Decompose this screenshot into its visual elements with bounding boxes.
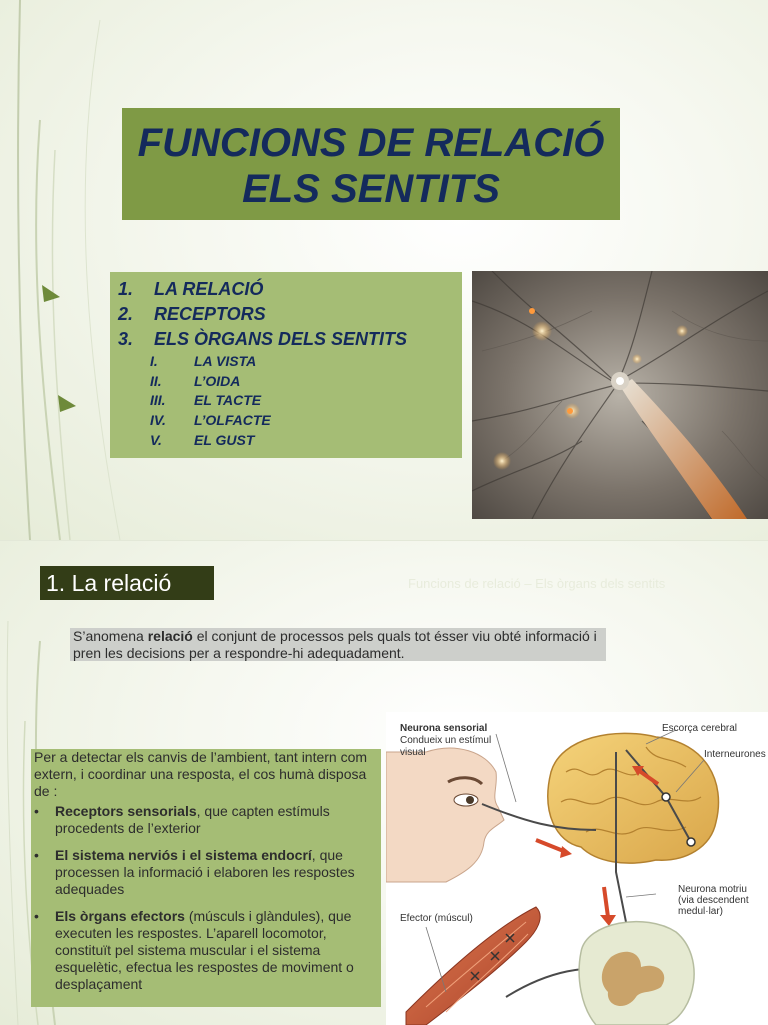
bullet-marker: • — [34, 847, 39, 863]
toc-number: 1. — [118, 279, 134, 299]
slide-title: FUNCIONS DE RELACIÓ ELS SENTITS 1. LA REL… — [0, 0, 768, 540]
bullet-marker: • — [34, 908, 39, 924]
toc-subitem: III. EL TACTE — [150, 391, 462, 411]
diagram-illustration — [386, 729, 720, 1025]
toc-item: 2. RECEPTORS — [118, 302, 462, 327]
toc-number: 2. — [118, 304, 134, 324]
section-title: 1. La relació — [40, 566, 214, 600]
toc-subnumber: I. — [150, 353, 158, 369]
label-sensory-desc-2: visual — [400, 747, 426, 758]
title-line-1: FUNCIONS DE RELACIÓ — [137, 121, 605, 165]
toc-subitem: II. L’OIDA — [150, 372, 462, 392]
bullet-marker: • — [34, 803, 39, 819]
toc-subnumber: V. — [150, 431, 162, 448]
list-item: • Els òrgans efectors (músculs i glàndul… — [34, 908, 375, 993]
neuron-image — [472, 271, 768, 519]
label-interneurons: Interneurones — [704, 749, 766, 760]
bullet-text: (músculs i glàndules), que executen les … — [55, 908, 354, 992]
label-effector: Efector (múscul) — [400, 913, 473, 924]
definition-text-after: el conjunt de processos pels quals tot é… — [73, 628, 597, 661]
title-box: FUNCIONS DE RELACIÓ ELS SENTITS — [122, 108, 620, 220]
label-sensory-desc-1: Condueix un estímul — [400, 735, 492, 746]
list-item: • Receptors sensorials, que capten estím… — [34, 803, 375, 837]
toc-subnumber: IV. — [150, 412, 166, 429]
table-of-contents: 1. LA RELACIÓ 2. RECEPTORS 3. ELS ÒRGANS DE… — [110, 272, 462, 458]
toc-sublabel: EL GUST — [194, 431, 255, 448]
detail-box: Per a detectar els canvis de l’ambient, … — [31, 749, 381, 1007]
title-line-2: ELS SENTITS — [242, 167, 500, 211]
bullet-term: El sistema nerviós i el sistema endocrí — [55, 847, 312, 863]
toc-subnumber: II. — [150, 372, 162, 389]
toc-label: LA RELACIÓ — [154, 279, 264, 299]
toc-label: ELS ÒRGANS DELS SENTITS — [154, 329, 408, 349]
definition-text-before: S’anomena — [73, 628, 148, 644]
toc-label: RECEPTORS — [154, 304, 266, 324]
label-cortex: Escorça cerebral — [662, 723, 738, 734]
label-motor-neuron: Neurona motriu — [678, 884, 747, 895]
intro-text: Per a detectar els canvis de l’ambient, … — [34, 749, 368, 799]
bullet-text: , que capten estímuls procedents de l’ex… — [55, 803, 330, 836]
nervous-pathway-diagram: Neurona sensorial Condueix un estímul vi… — [386, 712, 768, 1025]
toc-subnumber: III. — [150, 392, 166, 409]
definition-term: relació — [147, 628, 193, 644]
label-sensory-neuron: Neurona sensorial — [400, 723, 488, 734]
toc-sublabel: EL TACTE — [194, 392, 262, 409]
bullet-term: Receptors sensorials — [55, 803, 197, 819]
toc-subitem: IV. L’OLFACTE — [150, 411, 462, 431]
toc-item: 1. LA RELACIÓ — [118, 277, 462, 302]
toc-item: 3. ELS ÒRGANS DELS SENTITS — [118, 327, 462, 352]
list-item: • El sistema nerviós i el sistema endocr… — [34, 847, 375, 898]
bullet-text: , que processen la informació i elaboren… — [55, 847, 355, 897]
bullet-term: Els òrgans efectors — [55, 908, 185, 924]
label-motor-desc-2: medul·lar) — [678, 906, 724, 917]
toc-number: 3. — [118, 329, 134, 349]
toc-sublabel: L’OLFACTE — [194, 412, 271, 429]
footer-text: Funcions de relació – Els òrgans dels se… — [408, 576, 666, 591]
definition-box: S’anomena relació el conjunt de processo… — [70, 628, 606, 661]
toc-sublabel: LA VISTA — [194, 353, 257, 369]
slide-relacio: 1. La relació Funcions de relació – Els … — [0, 540, 768, 1025]
toc-sublabel: L’OIDA — [194, 372, 241, 389]
label-motor-desc-1: (via descendent — [678, 895, 749, 906]
toc-subitem: I. LA VISTA — [150, 352, 462, 372]
toc-subitem: V. EL GUST — [150, 431, 462, 451]
